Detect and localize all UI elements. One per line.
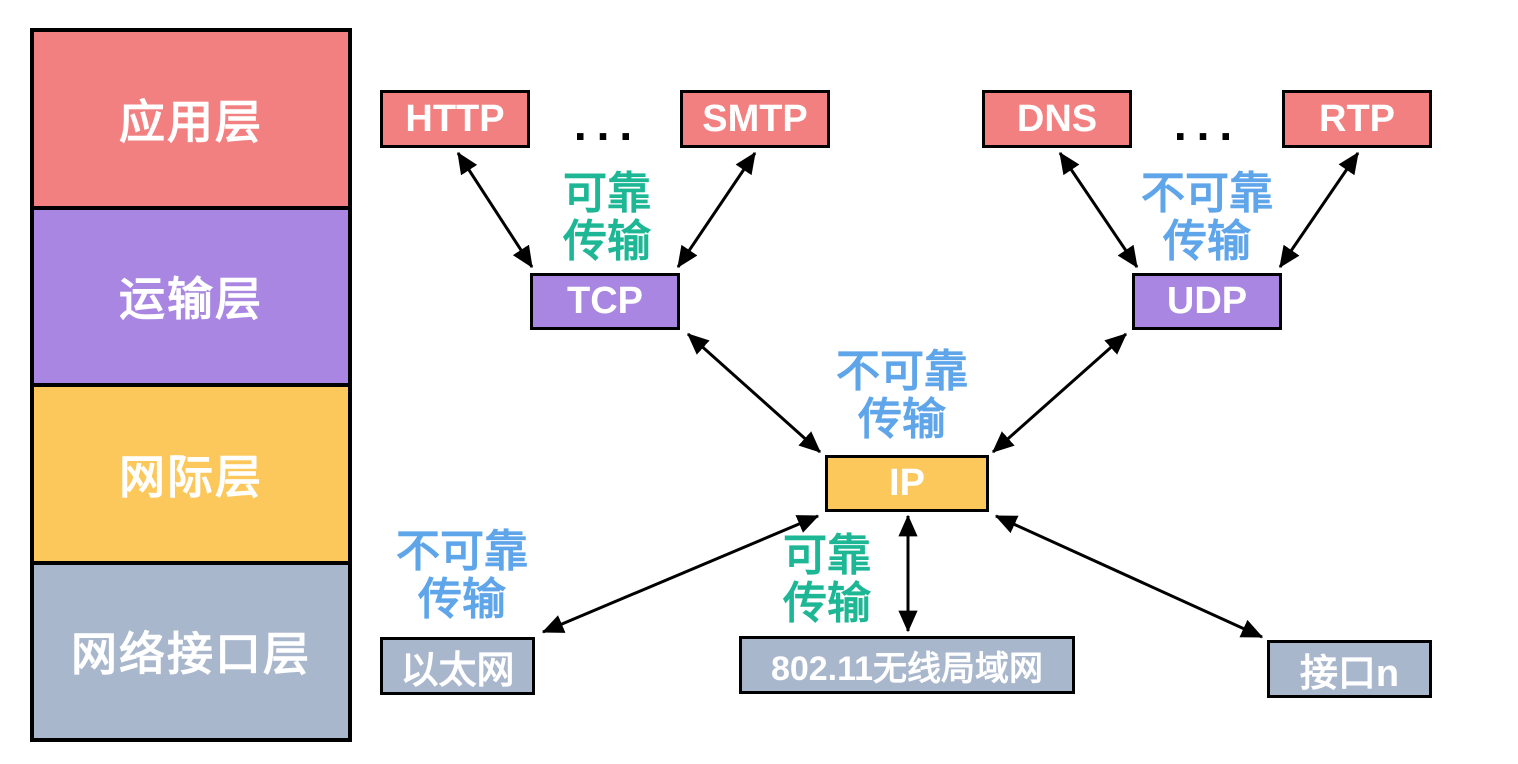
layer-application-label: 应用层 (119, 95, 263, 148)
label-unreliable-ethernet-line2: 传输 (418, 575, 506, 624)
label-unreliable-ip-line2: 传输 (858, 395, 946, 444)
protocol-layer-stack: 应用层 运输层 网际层 网络接口层 (30, 28, 352, 742)
ip-box: IP (825, 455, 989, 512)
smtp-box: SMTP (680, 90, 830, 148)
layer-transport: 运输层 (34, 205, 348, 383)
dns-label: DNS (1016, 97, 1098, 140)
ethernet-box: 以太网 (380, 637, 535, 695)
label-reliable-tcp-line2: 传输 (563, 217, 651, 266)
label-unreliable-udp-line2: 传输 (1163, 217, 1251, 266)
tcp-box: TCP (530, 273, 680, 330)
layer-application: 应用层 (34, 32, 348, 206)
ellipsis-right: ... (1173, 98, 1243, 150)
interface-n-label: 接口n (1299, 652, 1400, 695)
arrow-dns-udp (1058, 152, 1139, 268)
arrow-rtp-udp (1278, 152, 1360, 268)
tcp-label: TCP (567, 280, 643, 322)
layer-network-interface: 网络接口层 (34, 560, 348, 738)
layer-internet-label: 网际层 (119, 450, 263, 503)
arrow-udp-ip (992, 332, 1127, 454)
arrow-tcp-ip (687, 332, 821, 454)
layer-transport-label: 运输层 (119, 273, 263, 326)
wlan-label: 802.11无线局域网 (770, 649, 1044, 688)
arrow-ip-interface-n (994, 514, 1264, 639)
arrow-http-tcp (456, 151, 534, 269)
ethernet-label: 以太网 (400, 649, 515, 692)
label-unreliable-ip: 不可靠 传输 (792, 348, 1012, 444)
dns-box: DNS (982, 90, 1132, 148)
rtp-label: RTP (1319, 97, 1395, 140)
ip-label: IP (889, 462, 925, 504)
ellipsis-left: ... (573, 98, 643, 150)
arrow-ip-ethernet (541, 514, 820, 634)
interface-n-box: 接口n (1267, 640, 1432, 698)
http-label: HTTP (405, 97, 505, 140)
label-unreliable-udp-line1: 不可靠 (1141, 169, 1273, 218)
layer-network-interface-label: 网络接口层 (71, 628, 311, 681)
label-reliable-tcp: 可靠 传输 (497, 170, 717, 266)
label-unreliable-udp: 不可靠 传输 (1097, 170, 1317, 266)
udp-label: UDP (1166, 280, 1248, 322)
udp-box: UDP (1132, 273, 1282, 330)
label-unreliable-ethernet: 不可靠 传输 (352, 528, 572, 624)
arrow-smtp-tcp (676, 152, 757, 268)
wlan-box: 802.11无线局域网 (739, 636, 1075, 694)
smtp-label: SMTP (702, 97, 808, 140)
label-unreliable-ip-line1: 不可靠 (836, 347, 968, 396)
layer-internet: 网际层 (34, 383, 348, 561)
http-box: HTTP (380, 90, 530, 148)
label-reliable-wlan-line1: 可靠 (783, 531, 871, 580)
label-unreliable-ethernet-line1: 不可靠 (396, 527, 528, 576)
label-reliable-wlan-line2: 传输 (783, 579, 871, 628)
label-reliable-wlan: 可靠 传输 (717, 532, 937, 628)
rtp-box: RTP (1282, 90, 1432, 148)
label-reliable-tcp-line1: 可靠 (563, 169, 651, 218)
